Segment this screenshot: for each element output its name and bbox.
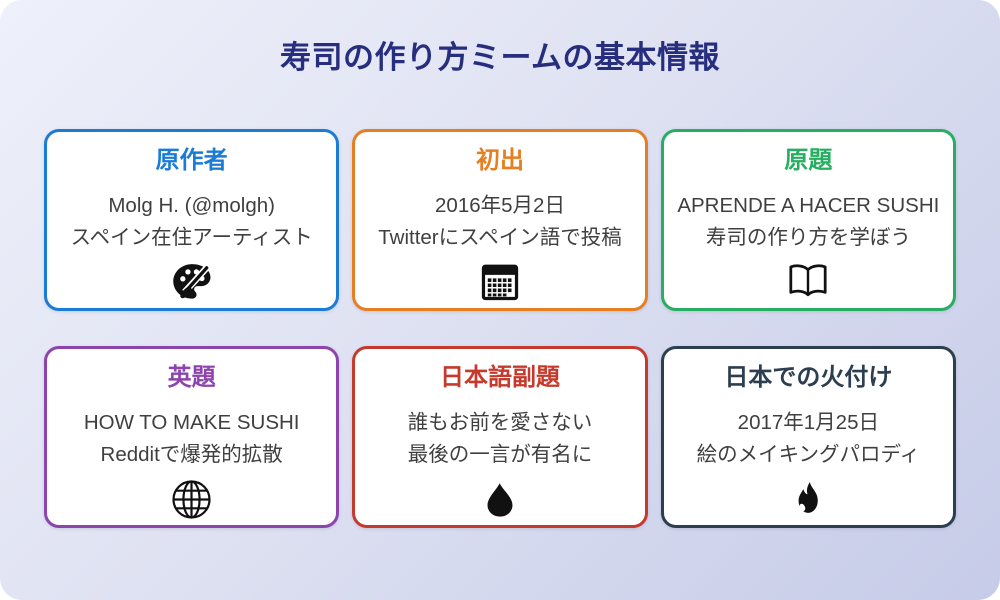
card-english-title: 英題 HOW TO MAKE SUSHI Redditで爆発的拡散 [44, 346, 340, 528]
globe-icon [168, 476, 215, 523]
card-heading: 日本での火付け [724, 364, 893, 391]
card-line: APRENDE A HACER SUSHI [677, 193, 940, 217]
card-line: 2016年5月2日 [435, 193, 565, 217]
open-book-icon [782, 259, 834, 303]
card-japan-ignition: 日本での火付け 2017年1月25日 絵のメイキングパロディ [660, 346, 956, 528]
card-japanese-subtitle: 日本語副題 誰もお前を愛さない 最後の一言が有名に [352, 346, 648, 528]
card-heading: 原作者 [155, 147, 228, 174]
calendar-icon [477, 259, 523, 305]
card-original-author: 原作者 Molg H. (@molgh) スペイン在住アーティスト [44, 129, 340, 311]
card-line: Redditで爆発的拡散 [100, 442, 283, 466]
card-original-title: 原題 APRENDE A HACER SUSHI 寿司の作り方を学ぼう [660, 129, 956, 311]
card-line: スペイン在住アーティスト [70, 225, 313, 249]
card-line: 最後の一言が有名に [407, 442, 593, 466]
page-title: 寿司の作り方ミームの基本情報 [279, 40, 721, 75]
card-line: 誰もお前を愛さない [407, 410, 593, 434]
card-line: 寿司の作り方を学ぼう [705, 225, 911, 249]
card-line: 2017年1月25日 [737, 410, 879, 434]
palette-icon [166, 259, 218, 306]
card-line: 絵のメイキングパロディ [696, 442, 921, 466]
card-line: Molg H. (@molgh) [108, 193, 275, 217]
card-line: HOW TO MAKE SUSHI [83, 410, 300, 434]
card-first-appearance: 初出 2016年5月2日 Twitterにスペイン語で投稿 [352, 129, 648, 311]
droplet-icon [479, 476, 521, 523]
card-heading: 初出 [475, 147, 524, 174]
card-heading: 日本語副題 [439, 364, 560, 391]
card-heading: 英題 [167, 364, 216, 391]
card-line: Twitterにスペイン語で投稿 [378, 225, 622, 249]
flame-icon [788, 476, 829, 524]
card-heading: 原題 [784, 147, 833, 174]
card-grid: 原作者 Molg H. (@molgh) スペイン在住アーティスト 初出 201 [44, 129, 956, 528]
